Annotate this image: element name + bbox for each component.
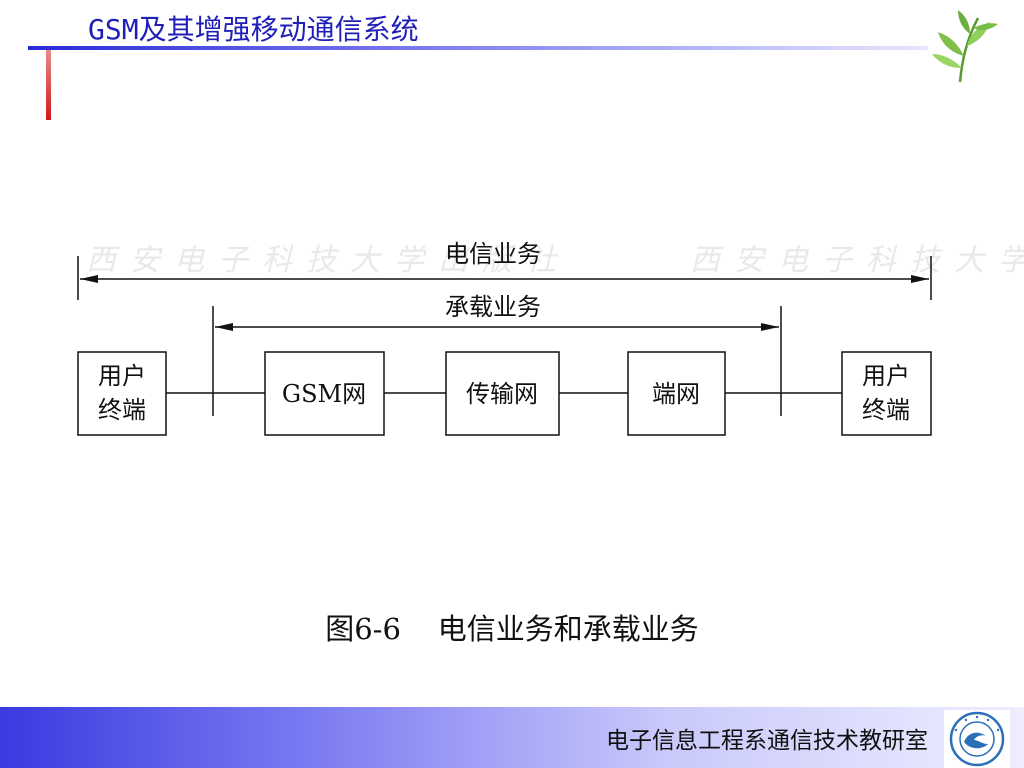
user-terminal-right-box [841,351,932,436]
figure-caption: 图6-6 电信业务和承载业务 [0,606,1024,648]
footer-department: 电子信息工程系通信技术教研室 [606,728,928,754]
slide-title: GSM及其增强移动通信系统 [88,13,419,46]
bearer-service-label: 承载业务 [445,293,541,321]
user-terminal-right-line1: 用户 [862,362,910,390]
user-terminal-right-line2: 终端 [862,396,910,424]
leaf-logo-icon [922,8,998,84]
terminal-network-label: 端网 [652,380,700,408]
title-underline [28,46,928,50]
figure-number: 图6-6 [325,612,401,646]
telecom-service-label: 电信业务 [445,240,541,268]
watermark-text-right: 西安电子科技大学出版社 [690,243,1024,278]
user-terminal-left-box [77,351,167,436]
university-emblem-icon [944,710,1010,768]
figure-caption-text: 电信业务和承载业务 [437,612,699,646]
transport-network-label: 传输网 [466,380,538,408]
gsm-network-label: GSM网 [282,380,366,408]
transport-network-box [445,351,560,436]
gsm-network-box [264,351,385,436]
watermark-text: 西安电子科技大学出版社 [86,243,570,278]
terminal-network-box [627,351,726,436]
user-terminal-left-line1: 用户 [98,362,146,390]
user-terminal-left-line2: 终端 [98,396,146,424]
red-accent-bar [46,50,51,120]
footer-band [0,707,1024,768]
